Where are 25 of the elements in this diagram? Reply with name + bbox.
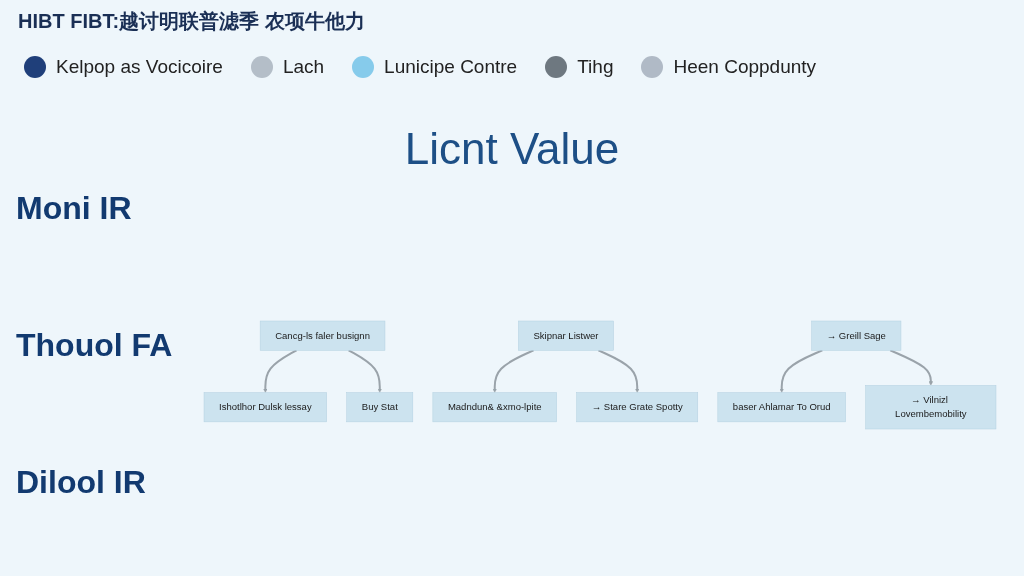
arrow bbox=[889, 349, 934, 386]
legend-label: Lunicipe Contre bbox=[384, 56, 518, 78]
arrow bbox=[492, 349, 535, 393]
node-box: Ishotlhor Dulsk lessay bbox=[203, 392, 327, 423]
arrow bbox=[597, 349, 640, 393]
node-box: → Vilnizl Lovembemobility bbox=[865, 385, 997, 430]
node-box: Cancg-ls faler busignn bbox=[259, 320, 386, 351]
arrow bbox=[347, 349, 382, 393]
arrow bbox=[779, 349, 824, 393]
node-box: Skipnar Listwer bbox=[518, 320, 614, 351]
row-label: Moni IR bbox=[16, 190, 133, 227]
legend-label: Kelpop as Vocicoire bbox=[56, 56, 223, 78]
node-box: Madndun& &xmo-lpite bbox=[432, 392, 557, 423]
node-box: Buy Stat bbox=[346, 392, 414, 423]
title: HIBT FIBT:越讨明联普滤季 农项牛他力 bbox=[18, 9, 365, 34]
legend-label: Heen Coppdunty bbox=[673, 56, 817, 78]
subtitle: Licnt Value bbox=[403, 124, 621, 174]
row-label: Thouol FA bbox=[16, 327, 173, 364]
arrow bbox=[263, 349, 298, 393]
legend-label: Tihg bbox=[577, 56, 614, 78]
node-box: baser Ahlamar To Orud bbox=[717, 392, 846, 423]
node-box: → Stare Grate Spotty bbox=[576, 392, 698, 423]
row-label: Dilool IR bbox=[16, 464, 147, 501]
legend-label: Lach bbox=[282, 56, 325, 78]
node-box: → Greill Sage bbox=[811, 320, 902, 351]
